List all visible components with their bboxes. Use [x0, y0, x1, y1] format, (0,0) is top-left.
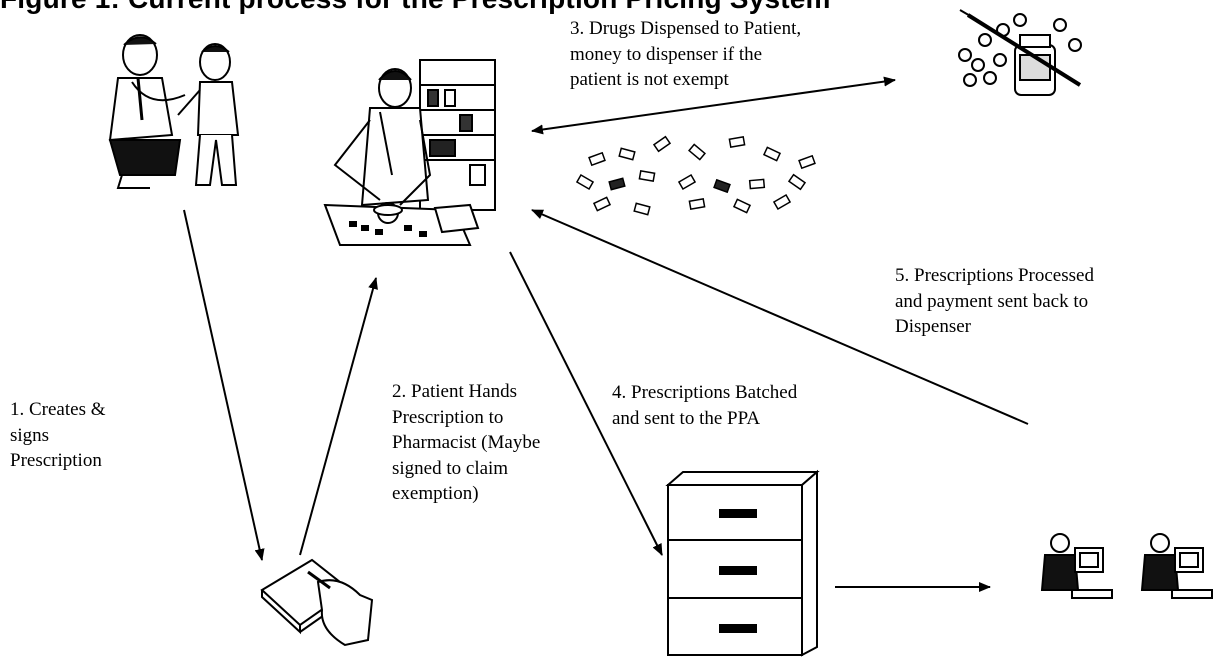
ppa-workers-icon [1040, 533, 1213, 599]
arrow-ppa-to-pharmacist [531, 209, 1029, 425]
figure-title: Figure 1: Current process for the Prescr… [0, 0, 1228, 15]
step-5-label: 5. Prescriptions Processed and payment s… [895, 265, 1094, 337]
arrow-pharmacist-to-cabinet [509, 251, 663, 556]
arrow-doctor-to-prescription [183, 209, 265, 561]
prescription-icon [260, 558, 374, 647]
step-1-label: 1. Creates & signs Prescription [10, 399, 106, 471]
filing-cabinet-icon [665, 469, 820, 657]
step-3-label: 3. Drugs Dispensed to Patient, money to … [570, 18, 802, 90]
step-4-label: 4. Prescriptions Batched and sent to the… [612, 382, 798, 429]
arrow-prescription-to-pharmacist [299, 277, 378, 556]
money-icon [575, 135, 816, 216]
doctor-icon [108, 34, 240, 189]
arrow-drugs-money-exchange [531, 76, 896, 135]
step-2-label: 2. Patient Hands Prescription to Pharmac… [392, 381, 541, 504]
drugs-icon [958, 9, 1082, 96]
pharmacist-icon [323, 59, 496, 246]
